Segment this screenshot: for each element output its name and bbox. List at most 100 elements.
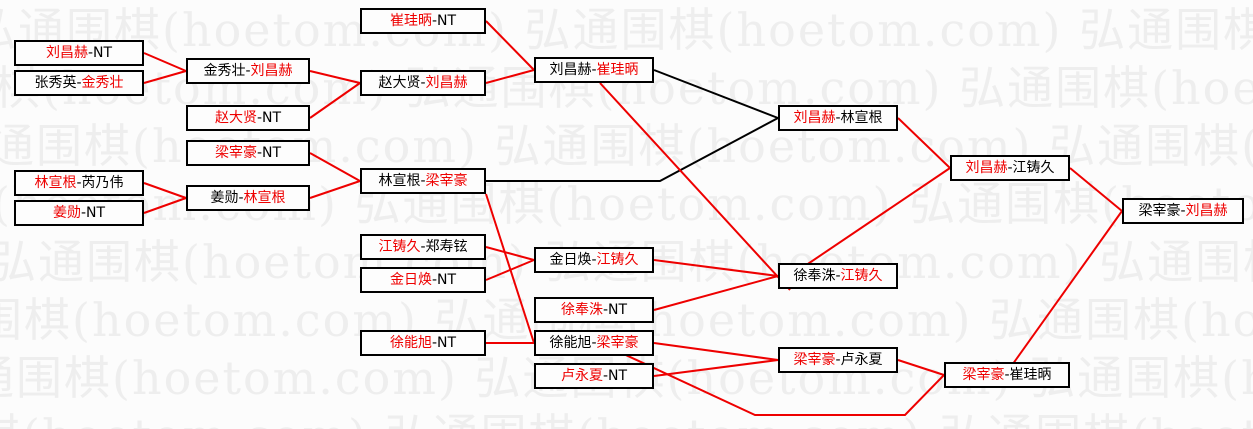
edge-n6-n10	[309, 82, 361, 119]
edge-n22-n24	[897, 359, 945, 376]
name-separator: -	[591, 252, 597, 268]
player-left-name: 赵大贤	[214, 110, 257, 126]
player-left-name: 梁宰豪	[1138, 203, 1181, 219]
player-right-name: 江铸久	[1012, 160, 1055, 176]
match-box-n18[interactable]: 徐能旭-梁宰豪	[534, 330, 654, 356]
player-left-name: 林宣根	[34, 175, 77, 191]
edge-n4-n8	[143, 197, 187, 214]
player-left-name: 刘昌赫	[549, 62, 592, 78]
match-box-n19[interactable]: 卢永夏-NT	[534, 363, 654, 389]
player-right-name: 崔珪昞	[1009, 367, 1052, 383]
player-right-name: 梁宰豪	[596, 335, 639, 351]
edge-n17-n21	[653, 275, 779, 311]
player-right-name: 林宣根	[243, 190, 286, 206]
player-left-name: 江铸久	[378, 239, 421, 255]
player-right-name: NT	[437, 335, 457, 351]
player-left-name: 徐能旭	[389, 335, 432, 351]
match-box-n17[interactable]: 徐奉洙-NT	[534, 297, 654, 323]
player-left-name: 刘昌赫	[793, 110, 836, 126]
edge-n11-n20	[486, 117, 779, 182]
match-box-n3[interactable]: 林宣根-芮乃伟	[14, 170, 144, 196]
watermark-text: 弘通围棋(hoetom.com) 弘通围棋(hoetom.com) 弘通围棋(h…	[0, 3, 1253, 57]
name-separator: -	[431, 272, 438, 288]
player-left-name: 金日焕	[389, 272, 432, 288]
name-separator: -	[420, 75, 426, 91]
player-left-name: 金日焕	[549, 252, 592, 268]
edge-n24-n25	[1004, 210, 1123, 376]
edge-n15-n20	[653, 69, 779, 119]
match-box-n10[interactable]: 赵大贤-刘昌赫	[360, 70, 486, 96]
match-box-n8[interactable]: 姜勋-林宣根	[186, 185, 310, 211]
player-left-name: 徐奉洙	[560, 302, 603, 318]
match-box-n20[interactable]: 刘昌赫-林宣根	[778, 105, 898, 131]
edge-n3-n8	[143, 182, 187, 199]
name-separator: -	[238, 190, 244, 206]
edge-n12-n16	[485, 246, 535, 261]
player-left-name: 赵大贤	[378, 75, 421, 91]
edge-n11-n18	[485, 193, 535, 344]
edge-n13-n16	[485, 259, 535, 281]
player-right-name: NT	[262, 145, 282, 161]
match-box-n5[interactable]: 金秀壮-刘昌赫	[186, 58, 310, 84]
edge-n2-n5	[143, 70, 187, 84]
player-right-name: 郑寿铉	[425, 239, 468, 255]
match-box-n24[interactable]: 梁宰豪-崔珪昞	[944, 362, 1070, 388]
edge-n1-n5	[143, 52, 187, 72]
player-right-name: NT	[437, 272, 457, 288]
name-separator: -	[591, 62, 597, 78]
player-right-name: 林宣根	[840, 110, 883, 126]
name-separator: -	[591, 335, 597, 351]
player-right-name: 江铸久	[596, 252, 639, 268]
player-right-name: 刘昌赫	[1185, 203, 1228, 219]
match-box-n23[interactable]: 刘昌赫-江铸久	[950, 155, 1070, 181]
player-left-name: 徐能旭	[549, 335, 592, 351]
player-left-name: 卢永夏	[560, 368, 603, 384]
match-box-n4[interactable]: 姜勋-NT	[14, 200, 144, 226]
name-separator: -	[602, 302, 609, 318]
player-left-name: 张秀英	[34, 75, 77, 91]
player-left-name: 姜勋	[210, 190, 239, 206]
name-separator: -	[420, 173, 426, 189]
match-box-n22[interactable]: 梁宰豪-卢永夏	[778, 347, 898, 373]
match-box-n13[interactable]: 金日焕-NT	[360, 267, 486, 293]
name-separator: -	[835, 110, 841, 126]
player-right-name: 金秀壮	[81, 75, 124, 91]
watermark-text: 弘通围棋(hoetom.com) 弘通围棋(hoetom.com) 弘通围棋(h…	[0, 400, 1253, 429]
name-separator: -	[431, 335, 438, 351]
edge-n23-n25	[1069, 167, 1123, 212]
player-left-name: 徐奉洙	[793, 268, 836, 284]
match-box-n6[interactable]: 赵大贤-NT	[186, 105, 310, 131]
name-separator: -	[256, 110, 263, 126]
match-box-n1[interactable]: 刘昌赫-NT	[14, 40, 144, 66]
match-box-n2[interactable]: 张秀英-金秀壮	[14, 70, 144, 96]
player-left-name: 金秀壮	[203, 63, 246, 79]
edge-n21-n23	[789, 167, 951, 277]
name-separator: -	[1180, 203, 1186, 219]
name-separator: -	[76, 75, 82, 91]
match-box-n15[interactable]: 刘昌赫-崔珪昞	[534, 57, 654, 83]
player-right-name: 梁宰豪	[425, 173, 468, 189]
player-left-name: 崔珪昞	[389, 13, 432, 29]
name-separator: -	[431, 13, 438, 29]
match-box-n14[interactable]: 徐能旭-NT	[360, 330, 486, 356]
player-right-name: NT	[608, 368, 628, 384]
edge-n19-n22	[653, 359, 779, 377]
player-left-name: 林宣根	[378, 173, 421, 189]
match-box-n7[interactable]: 梁宰豪-NT	[186, 140, 310, 166]
player-right-name: 卢永夏	[840, 352, 883, 368]
player-right-name: 江铸久	[840, 268, 883, 284]
edge-n5-n10	[309, 70, 361, 84]
name-separator: -	[76, 175, 82, 191]
player-right-name: 崔珪昞	[596, 62, 639, 78]
match-box-n12[interactable]: 江铸久-郑寿铉	[360, 234, 486, 260]
match-box-n9[interactable]: 崔珪昞-NT	[360, 8, 486, 34]
match-box-n11[interactable]: 林宣根-梁宰豪	[360, 168, 486, 194]
player-right-name: NT	[608, 302, 628, 318]
player-right-name: NT	[262, 110, 282, 126]
match-box-n16[interactable]: 金日焕-江铸久	[534, 247, 654, 273]
player-left-name: 刘昌赫	[45, 45, 88, 61]
player-left-name: 梁宰豪	[214, 145, 257, 161]
name-separator: -	[80, 205, 87, 221]
match-box-n21[interactable]: 徐奉洙-江铸久	[778, 263, 898, 289]
match-box-n25[interactable]: 梁宰豪-刘昌赫	[1122, 198, 1244, 224]
